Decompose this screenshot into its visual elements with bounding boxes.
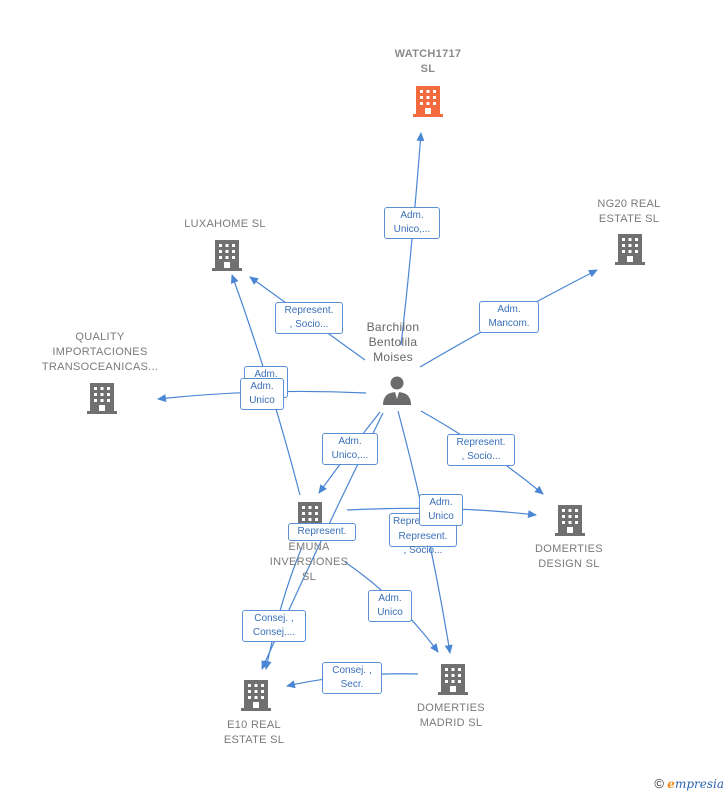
copyright-mark: ©: [654, 776, 664, 791]
brand-logo-text: mpresia: [674, 777, 724, 791]
building-icon[interactable]: [554, 503, 586, 537]
edge-label-domerties-madrid-e10[interactable]: Consej. , Secr.: [322, 662, 382, 694]
building-icon[interactable]: [412, 84, 444, 118]
company-label-luxahome[interactable]: LUXAHOME SL: [184, 218, 266, 230]
company-label-ng20[interactable]: NG20 REAL ESTATE SL: [597, 198, 661, 225]
edge-label-quality[interactable]: Adm. Unico: [240, 378, 284, 410]
person-label[interactable]: Barchilon Bentolila Moises: [366, 320, 420, 364]
edge-e10-consej: [263, 546, 303, 670]
edge-label-watch[interactable]: Adm. Unico,...: [384, 207, 440, 239]
edge-label-domerties-madrid[interactable]: Represent. , Socio...: [398, 531, 448, 556]
edge-label-e10-rep[interactable]: Represent.: [288, 523, 356, 541]
edge-label-luxahome[interactable]: Represent. , Socio...: [275, 302, 343, 334]
edge-watch: [400, 132, 425, 346]
edge-label-emuna[interactable]: Adm. Unico,...: [322, 433, 378, 465]
company-label-domerties-design[interactable]: DOMERTIES DESIGN SL: [535, 543, 603, 570]
edge-label-e10-consej[interactable]: Consej. , Consej....: [242, 610, 306, 642]
footer-brand: © empresia: [654, 776, 724, 791]
building-icon[interactable]: [86, 381, 118, 415]
building-icon[interactable]: [614, 232, 646, 266]
person-icon[interactable]: [381, 374, 413, 406]
company-label-emuna[interactable]: EMUNA INVERSIONES SL: [269, 541, 349, 583]
company-label-quality[interactable]: QUALITY IMPORTACIONES TRANSOCEANICAS...: [41, 331, 159, 373]
building-icon[interactable]: [211, 238, 243, 272]
company-label-e10[interactable]: E10 REAL ESTATE SL: [223, 719, 285, 746]
company-label-domerties-madrid[interactable]: DOMERTIES MADRID SL: [417, 702, 485, 729]
edge-label-emuna-domerties-madrid[interactable]: Adm. Unico: [368, 590, 412, 622]
building-icon[interactable]: [240, 678, 272, 712]
building-icon[interactable]: [437, 662, 469, 696]
company-label-watch1717[interactable]: WATCH1717 SL: [394, 48, 462, 75]
edge-label-ng20[interactable]: Adm. Mancom.: [479, 301, 539, 333]
edge-label-emuna-domerties-design[interactable]: Adm. Unico: [419, 494, 463, 526]
edge-label-domerties-design[interactable]: Represent. , Socio...: [447, 434, 515, 466]
brand-logo-e: e: [667, 777, 675, 791]
